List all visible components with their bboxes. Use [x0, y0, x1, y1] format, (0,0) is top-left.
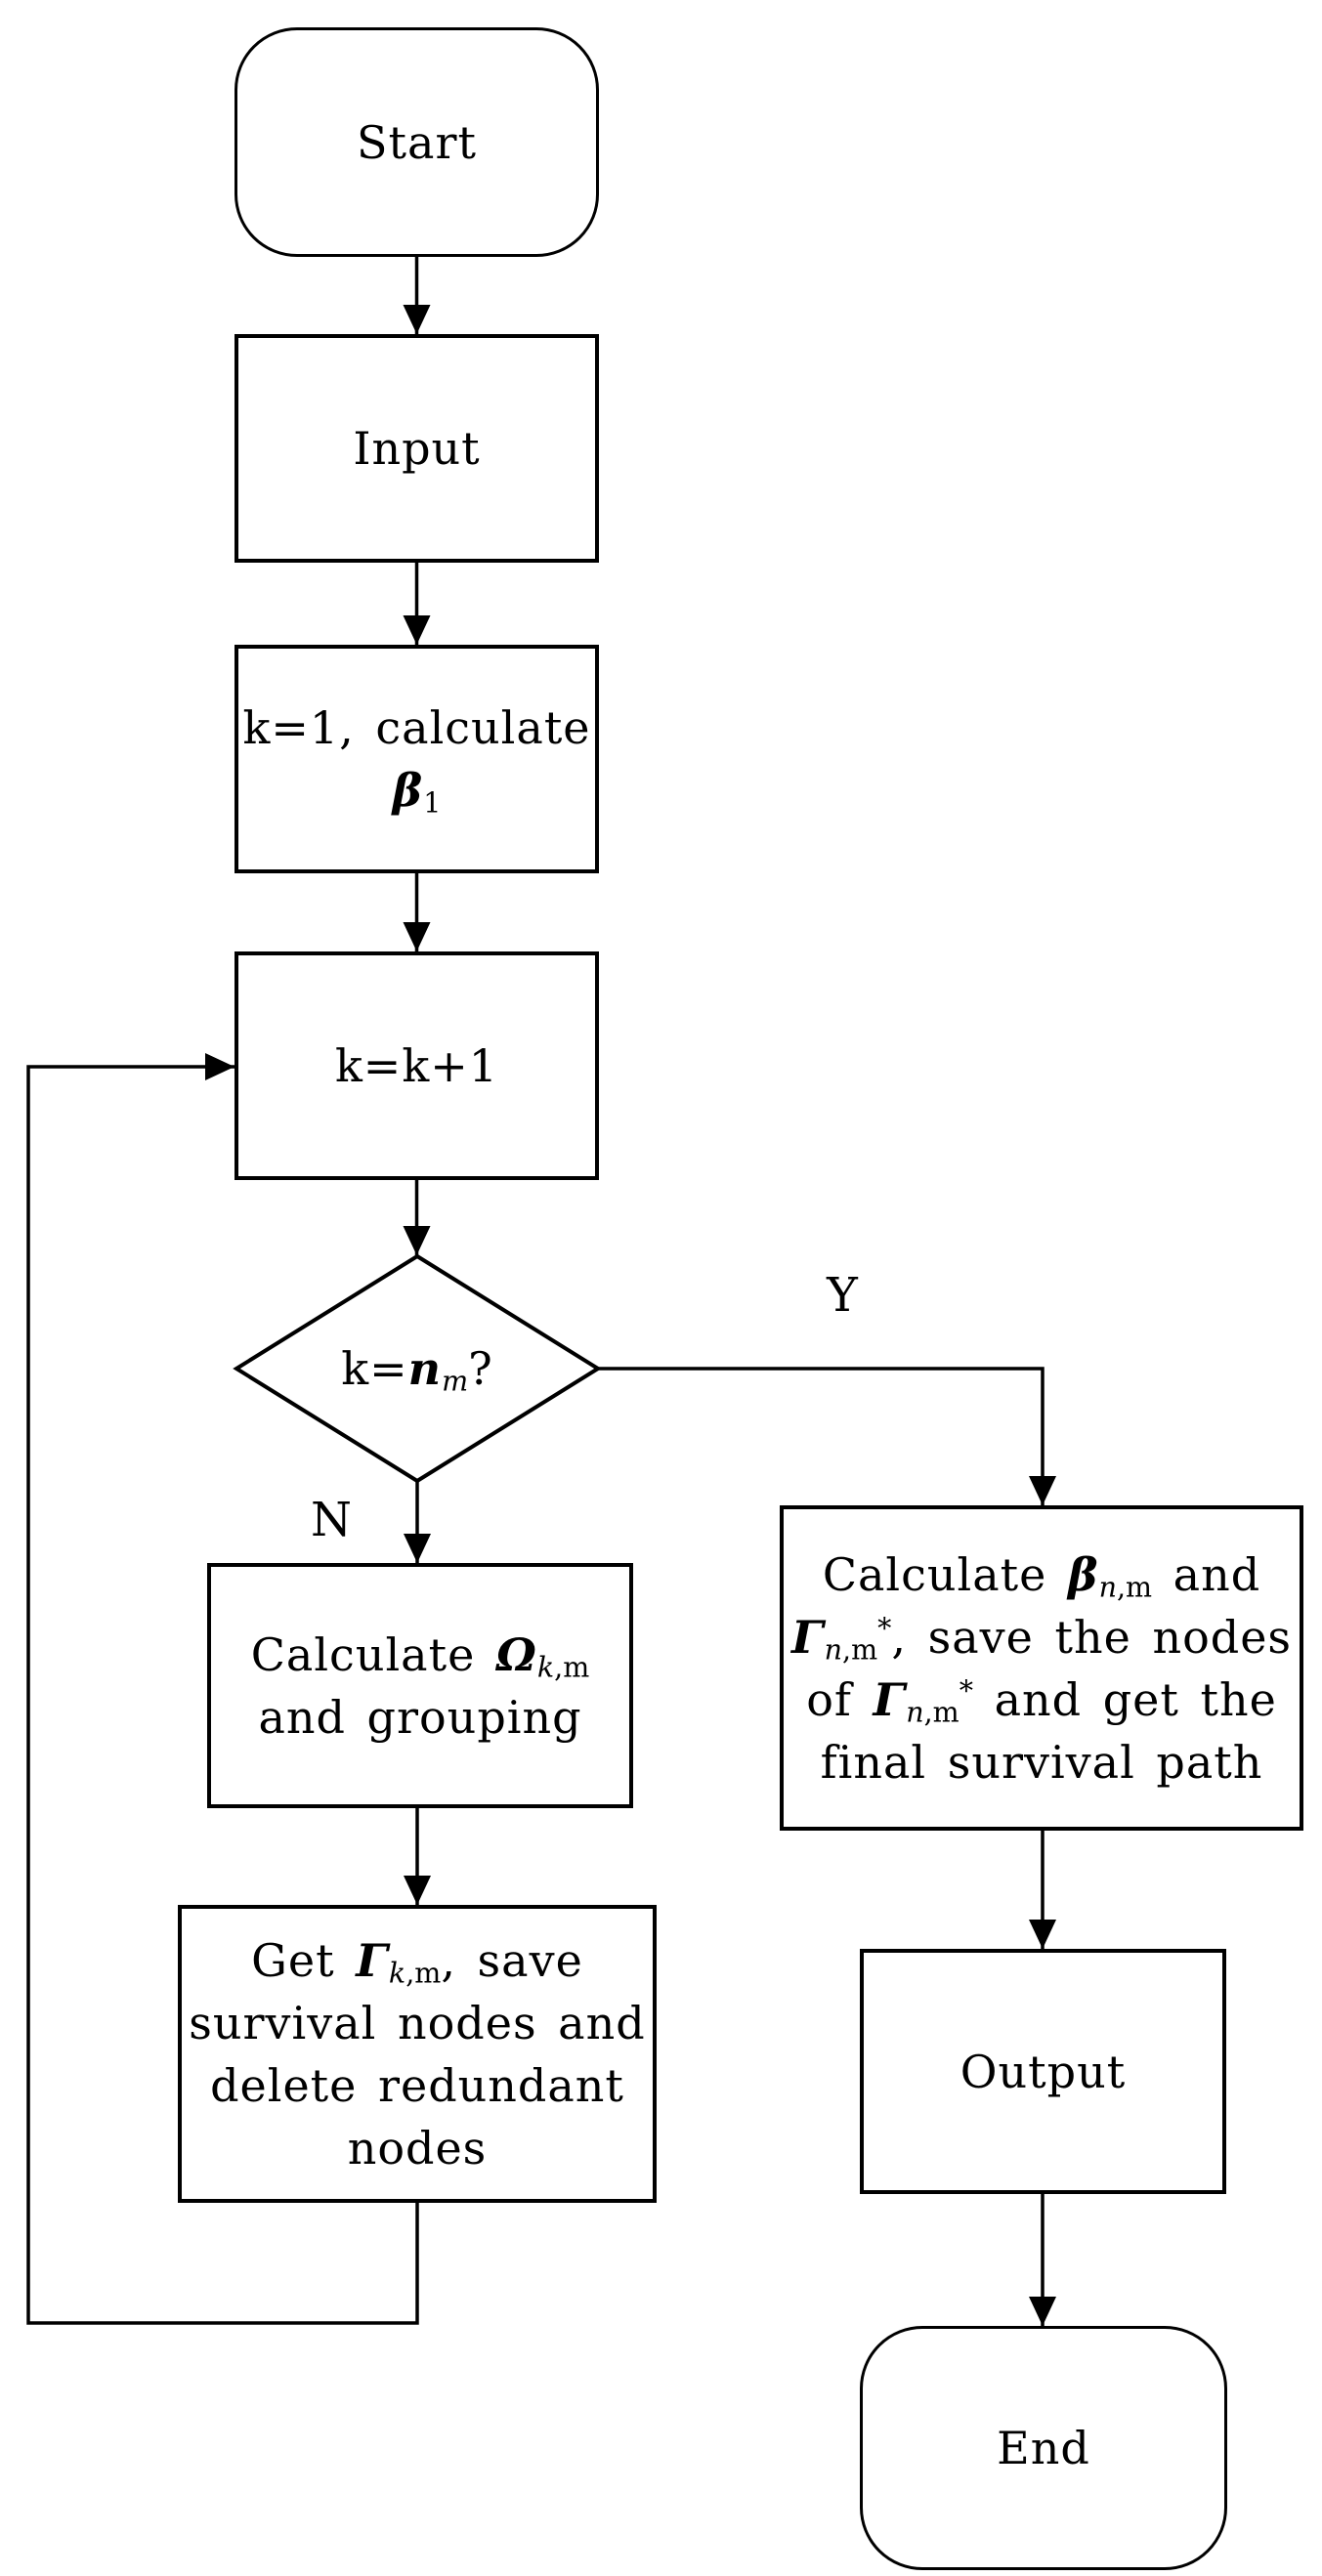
- decision-diamond-shape: [233, 1253, 602, 1484]
- node-end: End: [860, 2326, 1227, 2570]
- edge-gamma-increment-loop: [26, 1053, 419, 2325]
- node-label: Start: [357, 115, 477, 169]
- node-label: k=k+1: [334, 1039, 499, 1092]
- node-label: k=nm?: [341, 1342, 493, 1398]
- node-label: Output: [960, 2045, 1127, 2098]
- node-input: Input: [235, 334, 599, 563]
- node-label: Input: [353, 422, 481, 475]
- node-increment: k=k+1: [235, 951, 599, 1180]
- node-start: Start: [235, 27, 599, 257]
- branch-label-no: N: [311, 1493, 352, 1547]
- node-label: End: [997, 2422, 1090, 2474]
- node-output: Output: [860, 1949, 1226, 2194]
- edge-decision-final-y: [598, 1367, 1056, 1505]
- branch-label-yes: Y: [827, 1268, 858, 1323]
- node-decision-label: k=nm?: [236, 1256, 598, 1481]
